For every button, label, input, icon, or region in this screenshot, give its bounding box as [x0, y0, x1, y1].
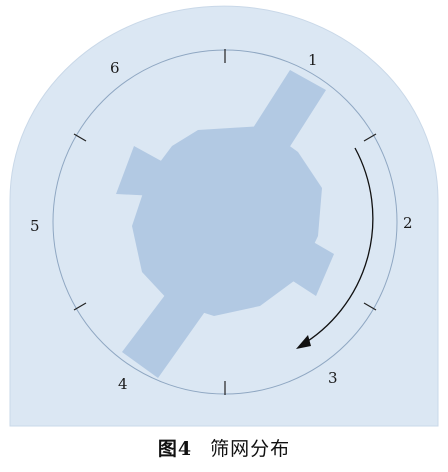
tick-upper-right — [363, 133, 377, 142]
position-label-4: 4 — [118, 375, 128, 393]
rotor-assembly — [116, 70, 334, 378]
figure-number: 图4 — [157, 438, 193, 460]
position-label-2: 2 — [403, 214, 413, 232]
rotation-arrow — [299, 147, 374, 347]
tick-marks — [73, 49, 377, 395]
position-label-1: 1 — [308, 51, 318, 69]
tick-upper-left — [73, 133, 87, 142]
rotation-arrowhead — [296, 335, 311, 349]
position-label-5: 5 — [30, 217, 40, 235]
central-hub — [132, 126, 322, 316]
tick-lower-left — [73, 302, 87, 311]
figure-title: 筛网分布 — [210, 438, 291, 460]
position-label-6: 6 — [110, 59, 120, 77]
position-label-3: 3 — [328, 369, 338, 387]
tick-lower-right — [363, 302, 377, 311]
figure-caption: 图4 筛网分布 — [0, 434, 448, 461]
